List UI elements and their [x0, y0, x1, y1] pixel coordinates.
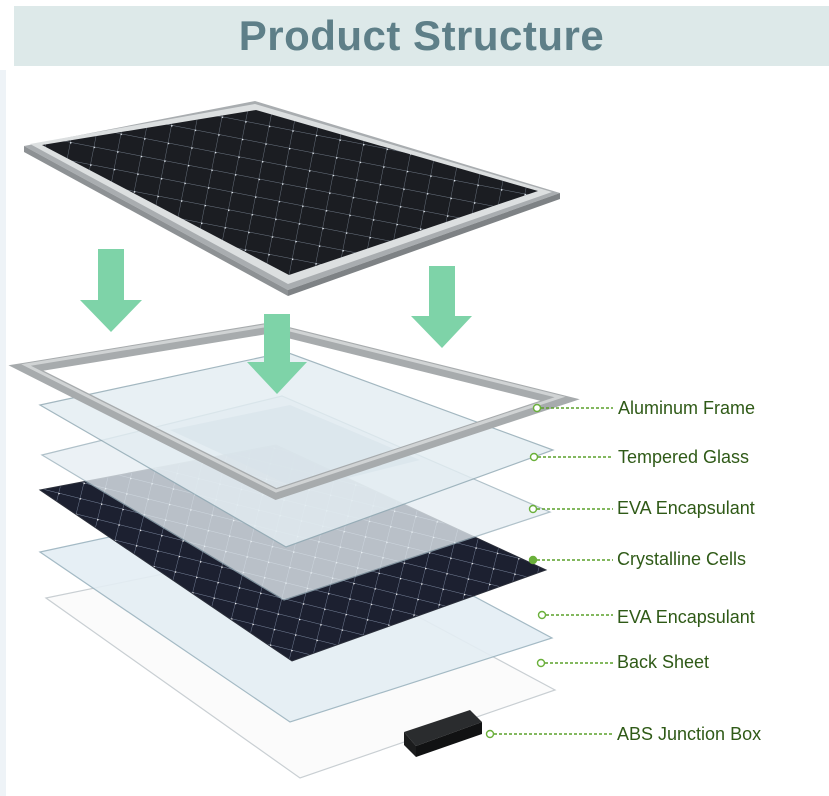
arrow-down-right — [411, 266, 472, 348]
assembled-solar-panel — [24, 101, 560, 296]
label-eva-encapsulant-lower: EVA Encapsulant — [617, 607, 755, 627]
title-banner: Product Structure — [14, 6, 829, 66]
leader-dots — [485, 403, 547, 739]
page-title: Product Structure — [238, 12, 605, 59]
junction-box — [404, 710, 482, 757]
label-back-sheet: Back Sheet — [617, 652, 710, 672]
leader-lines — [494, 407, 613, 735]
arrow-down-center — [247, 314, 307, 394]
label-abs-junction-box: ABS Junction Box — [617, 724, 762, 744]
label-aluminum-frame: Aluminum Frame — [618, 398, 756, 418]
arrow-down-left — [80, 249, 142, 332]
aluminum-frame-layer — [8, 322, 580, 500]
label-crystalline-cells: Crystalline Cells — [617, 549, 747, 569]
label-eva-encapsulant-upper: EVA Encapsulant — [617, 498, 755, 518]
label-tempered-glass: Tempered Glass — [618, 447, 750, 467]
left-edge-stripe — [0, 70, 6, 796]
assembly-arrows — [80, 249, 472, 394]
